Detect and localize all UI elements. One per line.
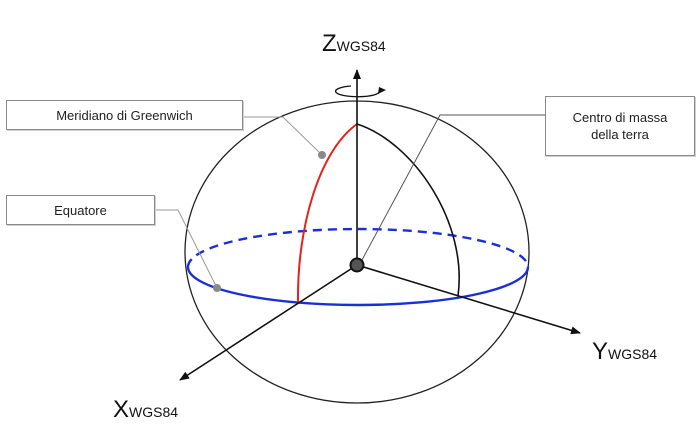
center-leader-line [361,114,545,261]
center-of-mass-point [349,257,365,273]
y-axis-subscript: WGS84 [608,346,658,362]
z-axis-letter: Z [322,30,337,57]
rotation-icon [334,85,381,98]
equator-label-box: Equatore [6,195,155,225]
center-of-mass-label-box: Centro di massa della terra [545,96,695,156]
x-axis [179,264,358,381]
center-label-line1: Centro di massa [572,110,668,125]
equator-front [186,266,530,307]
y-axis-label: YWGS84 [592,338,657,366]
meridian-marker [318,151,326,159]
center-label-line2: della terra [591,127,649,142]
equator-leader-line [155,209,218,289]
x-axis-subscript: WGS84 [129,404,179,420]
z-axis-subscript: WGS84 [336,38,386,54]
greenwich-meridian [296,123,358,303]
z-axis-label: ZWGS84 [322,30,386,58]
meridian-leader-line [243,116,323,156]
meridian-label-box: Meridiano di Greenwich [6,100,243,130]
meridian-y-plane [356,123,460,297]
x-axis-label: XWGS84 [113,396,178,424]
equator-label: Equatore [54,202,107,218]
rotation-arrowhead [378,87,386,94]
y-axis [356,264,581,335]
equator-marker [213,284,221,292]
equator-back-dashed [186,227,530,268]
x-axis-letter: X [113,396,130,423]
meridian-label: Meridiano di Greenwich [56,107,193,123]
y-axis-letter: Y [592,338,609,365]
